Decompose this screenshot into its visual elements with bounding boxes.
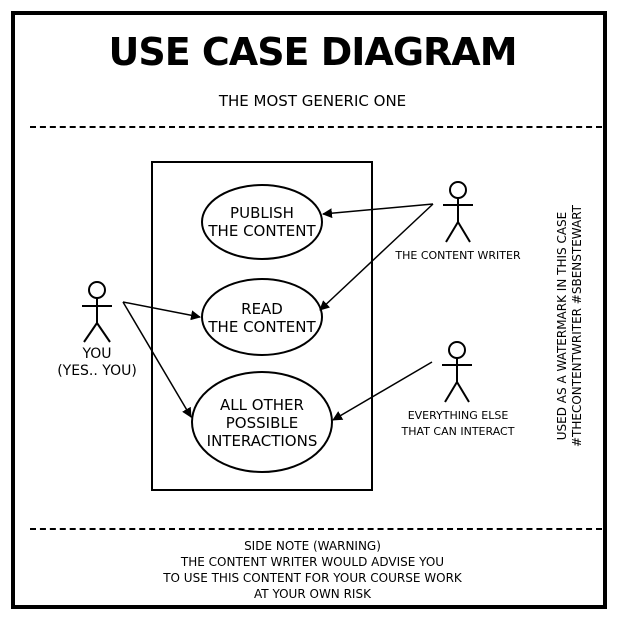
page-subtitle: THE MOST GENERIC ONE: [218, 92, 407, 110]
actor-you-figure: [82, 281, 112, 343]
watermark-text: USED AS A WATERMARK IN THIS CASE #THECON…: [555, 204, 584, 448]
outer-frame: [11, 11, 607, 609]
arrow-writer-to-read: [319, 203, 434, 311]
actor-content-writer-label: THE CONTENT WRITER: [395, 249, 521, 262]
actor-everything-else-figure: [442, 341, 472, 403]
actor-everything-else-label: EVERYTHING ELSE THAT CAN INTERACT: [401, 409, 515, 438]
use-case-publish-label: PUBLISH THE CONTENT: [208, 204, 316, 240]
use-case-other-label: ALL OTHER POSSIBLE INTERACTIONS: [206, 396, 318, 450]
use-case-other-ellipse: [191, 371, 333, 473]
use-case-publish-ellipse: [201, 184, 323, 260]
use-case-read-label: READ THE CONTENT: [208, 300, 316, 336]
arrow-you-to-other: [122, 301, 192, 418]
actor-content-writer-figure: [443, 181, 473, 243]
top-divider: [30, 126, 602, 128]
arrow-writer-to-publish: [322, 203, 434, 219]
side-note: SIDE NOTE (WARNING) THE CONTENT WRITER W…: [163, 539, 462, 601]
arrow-everything-else-to-other: [332, 361, 433, 421]
use-case-read-ellipse: [201, 278, 323, 356]
system-boundary: [151, 161, 373, 491]
page-title: USE CASE DIAGRAM: [108, 30, 517, 74]
arrow-you-to-read: [122, 301, 201, 321]
actor-you-label: YOU (YES.. YOU): [57, 346, 137, 379]
bottom-divider: [30, 528, 602, 530]
